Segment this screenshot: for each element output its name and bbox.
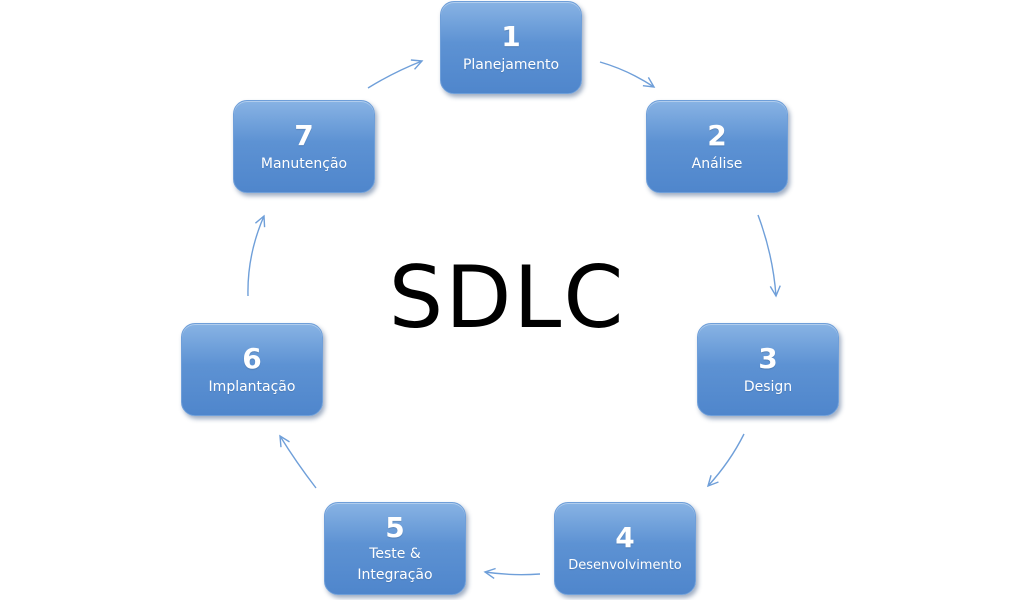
phase-number: 2 bbox=[707, 118, 727, 152]
phase-number: 5 bbox=[385, 510, 405, 544]
phase-label: Implantação bbox=[208, 378, 296, 395]
phase-box-planejamento: 1 Planejamento bbox=[440, 1, 582, 94]
phase-number: 1 bbox=[501, 19, 521, 53]
phase-label: Planejamento bbox=[462, 56, 560, 73]
phase-number: 3 bbox=[758, 341, 778, 375]
phase-box-implantacao: 6 Implantação bbox=[181, 323, 323, 416]
arrow-3-to-4 bbox=[706, 433, 745, 488]
arrow-4-to-5 bbox=[483, 567, 541, 579]
phase-number: 4 bbox=[615, 520, 635, 554]
arrow-1-to-2 bbox=[599, 61, 656, 88]
arrow-5-to-6 bbox=[279, 434, 317, 489]
phase-label: Teste & Integração bbox=[357, 545, 433, 583]
diagram-title: SDLC bbox=[388, 248, 626, 348]
phase-label: Análise bbox=[691, 155, 743, 172]
phase-box-design: 3 Design bbox=[697, 323, 839, 416]
phase-box-analise: 2 Análise bbox=[646, 100, 788, 193]
arrow-6-to-7 bbox=[247, 214, 266, 297]
phase-label: Manutenção bbox=[260, 155, 348, 172]
arrow-2-to-3 bbox=[757, 214, 781, 298]
arrow-7-to-1 bbox=[367, 59, 424, 89]
phase-box-manutencao: 7 Manutenção bbox=[233, 100, 375, 193]
phase-box-desenvolvimento: 4 Desenvolvimento bbox=[554, 502, 696, 595]
phase-label: Design bbox=[743, 378, 793, 395]
phase-box-teste-integracao: 5 Teste & Integração bbox=[324, 502, 466, 595]
phase-number: 7 bbox=[294, 118, 314, 152]
phase-label: Desenvolvimento bbox=[568, 557, 682, 573]
phase-number: 6 bbox=[242, 341, 262, 375]
